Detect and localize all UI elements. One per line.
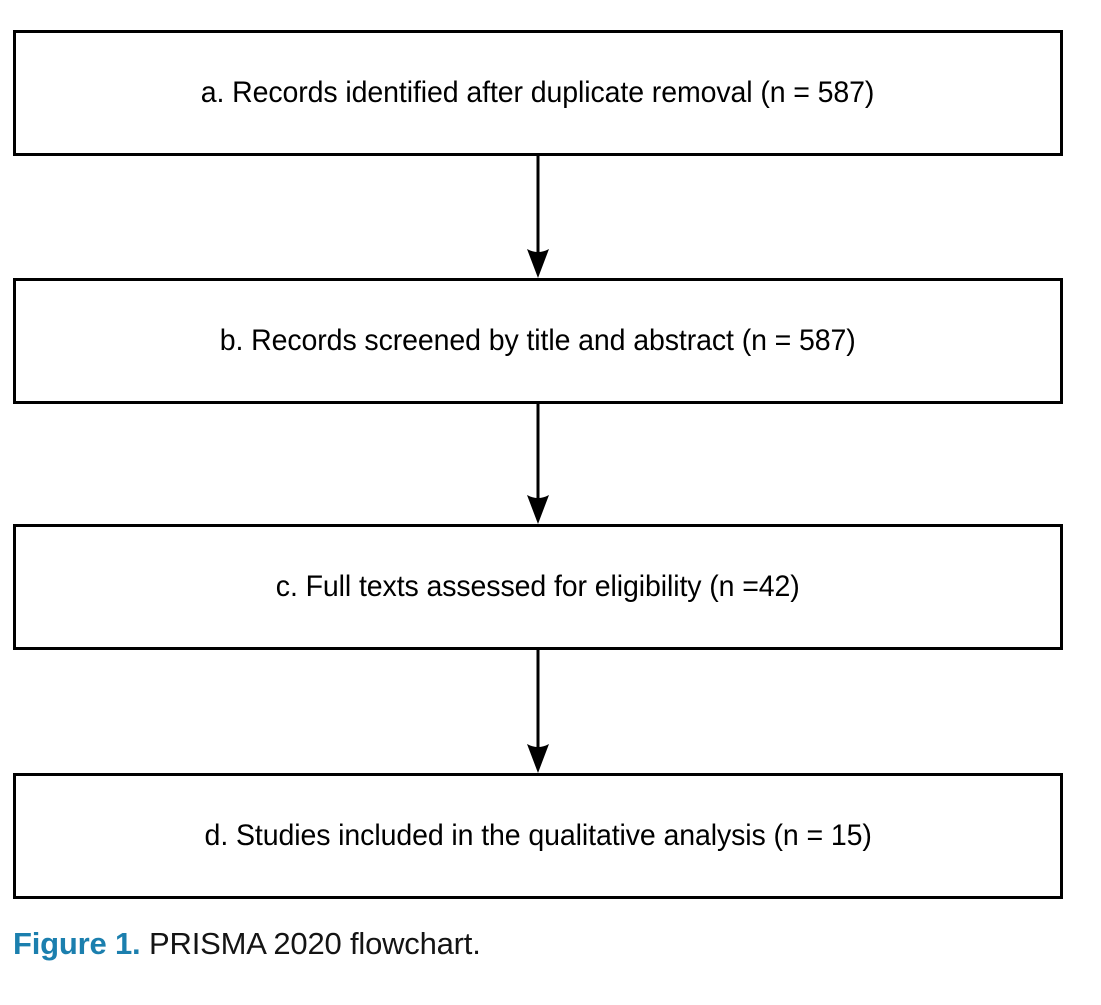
flow-box-a: a. Records identified after duplicate re… bbox=[13, 30, 1063, 156]
connector-arrow-c-to-d bbox=[525, 650, 551, 773]
flow-box-c-label: c. Full texts assessed for eligibility (… bbox=[276, 569, 800, 603]
connector-arrow-a-to-b bbox=[525, 156, 551, 278]
flow-box-c: c. Full texts assessed for eligibility (… bbox=[13, 524, 1063, 650]
flow-box-b: b. Records screened by title and abstrac… bbox=[13, 278, 1063, 404]
figure-caption-prefix: Figure 1. bbox=[13, 926, 141, 961]
flow-box-d: d. Studies included in the qualitative a… bbox=[13, 773, 1063, 899]
figure-caption-text: PRISMA 2020 flowchart. bbox=[149, 926, 481, 961]
connector-arrow-b-to-c bbox=[525, 404, 551, 524]
flow-box-a-label: a. Records identified after duplicate re… bbox=[201, 75, 875, 109]
flow-box-b-label: b. Records screened by title and abstrac… bbox=[220, 323, 856, 357]
figure-caption: Figure 1. PRISMA 2020 flowchart. bbox=[13, 925, 1073, 962]
flow-box-d-label: d. Studies included in the qualitative a… bbox=[204, 818, 872, 852]
